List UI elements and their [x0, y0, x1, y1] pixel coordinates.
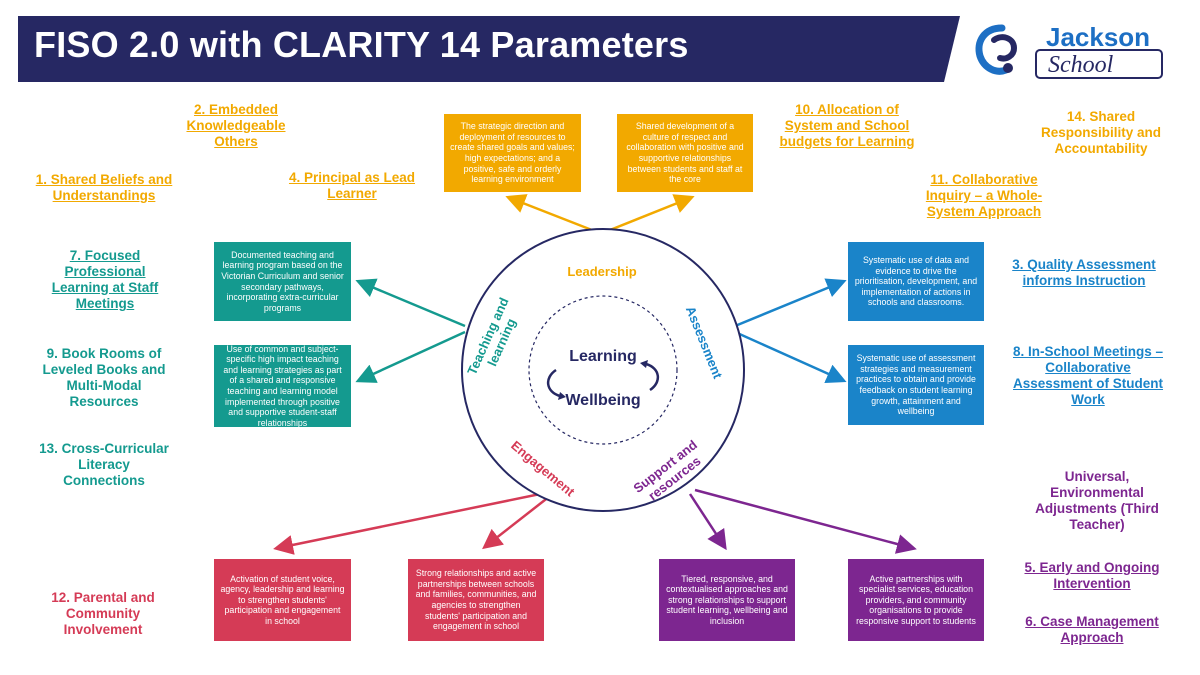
parameter-5[interactable]: 5. Early and Ongoing Intervention [1024, 560, 1160, 591]
parameter-3[interactable]: 3. Quality Assessment informs Instructio… [1012, 257, 1156, 288]
arrow-engagement-right [482, 495, 551, 550]
page-title: FISO 2.0 with CLARITY 14 Parameters [34, 24, 689, 65]
arrow-assessment-bottom [734, 330, 847, 383]
logo-emblem-icon [975, 24, 1018, 75]
arrow-support-left [688, 493, 727, 551]
arrow-engagement-left [273, 491, 546, 555]
parameter-10[interactable]: 10. Allocation of System and School budg… [779, 102, 915, 149]
box-teaching-program: Documented teaching and learning program… [214, 242, 351, 321]
parameter-universal: Universal, Environmental Adjustments (Th… [1035, 469, 1159, 532]
parameter-11[interactable]: 11. Collaborative Inquiry – a Whole-Syst… [925, 172, 1043, 219]
parameter-7[interactable]: 7. Focused Professional Learning at Staf… [51, 248, 159, 311]
arrow-teaching-bottom [355, 330, 466, 383]
box-engagement-partnerships: Strong relationships and active partners… [408, 559, 544, 641]
arrow-leadership-left [505, 194, 598, 234]
svg-text:Jackson: Jackson [1046, 22, 1150, 52]
arrow-assessment-top [734, 278, 847, 328]
center-wellbeing: Wellbeing [565, 392, 640, 409]
parameter-13: 13. Cross-Curricular Literacy Connection… [39, 441, 169, 488]
parameter-14: 14. Shared Responsibility and Accountabi… [1040, 109, 1162, 156]
cycle-arrow-left-icon [547, 368, 561, 398]
jackson-school-logo: Jackson School [972, 20, 1168, 86]
ring-label-leadership: Leadership [567, 264, 636, 279]
box-support-partnerships: Active partnerships with specialist serv… [848, 559, 984, 641]
arrow-teaching-top [355, 278, 466, 328]
title-banner [18, 16, 960, 82]
box-teaching-strategies: Use of common and subject-specific high … [214, 344, 351, 428]
center-learning: Learning [569, 348, 637, 365]
box-leadership-strategic: The strategic direction and deployment o… [444, 114, 581, 192]
parameter-8[interactable]: 8. In-School Meetings – Collaborative As… [1012, 344, 1164, 407]
parameter-4[interactable]: 4. Principal as Lead Learner [288, 170, 416, 201]
parameter-1[interactable]: 1. Shared Beliefs and Understandings [35, 172, 173, 203]
inner-circle [528, 295, 678, 445]
box-engagement-voice: Activation of student voice, agency, lea… [214, 559, 351, 641]
parameter-2[interactable]: 2. Embedded Knowledgeable Others [186, 102, 286, 149]
box-assessment-data: Systematic use of data and evidence to d… [848, 242, 984, 321]
cycle-arrow-right-icon [645, 362, 659, 392]
arrow-leadership-right [604, 194, 695, 234]
box-support-tiered: Tiered, responsive, and contextualised a… [659, 559, 795, 641]
parameter-6[interactable]: 6. Case Management Approach [1025, 614, 1159, 645]
arrow-support-right [694, 488, 917, 554]
parameter-9: 9. Book Rooms of Leveled Books and Multi… [42, 346, 166, 409]
parameter-12: 12. Parental and Community Involvement [51, 590, 155, 637]
box-assessment-strategies: Systematic use of assessment strategies … [848, 345, 984, 425]
box-leadership-culture: Shared development of a culture of respe… [617, 114, 753, 192]
svg-text:School: School [1048, 52, 1114, 78]
